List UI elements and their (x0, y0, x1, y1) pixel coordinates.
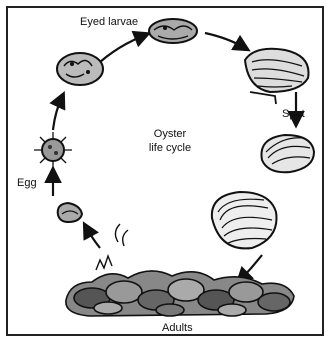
title-line-1: Oyster (120, 127, 220, 141)
larva-icon (57, 53, 103, 85)
egg-icon (34, 132, 72, 168)
young-oyster-icon (58, 203, 82, 222)
label-spat: Spat (282, 108, 305, 120)
juvenile-oyster-icon (212, 192, 277, 248)
arrow-shell-to-adults (240, 255, 262, 280)
label-eyed-larvae: Eyed larvae (80, 16, 138, 28)
arrow-adults-to-young (86, 227, 100, 248)
arrow-egg-to-larva (53, 97, 62, 130)
eyed-larva-icon (149, 19, 197, 43)
spat-shell-icon (261, 135, 314, 172)
label-egg: Egg (17, 177, 37, 189)
arrow-eyed-to-spat (205, 33, 245, 48)
diagram-title: Oyster life cycle (120, 127, 220, 155)
settling-spat-icon (245, 49, 309, 104)
arrow-larva-to-eyed (100, 35, 145, 62)
label-adults: Adults (162, 322, 193, 334)
title-line-2: life cycle (120, 141, 220, 155)
